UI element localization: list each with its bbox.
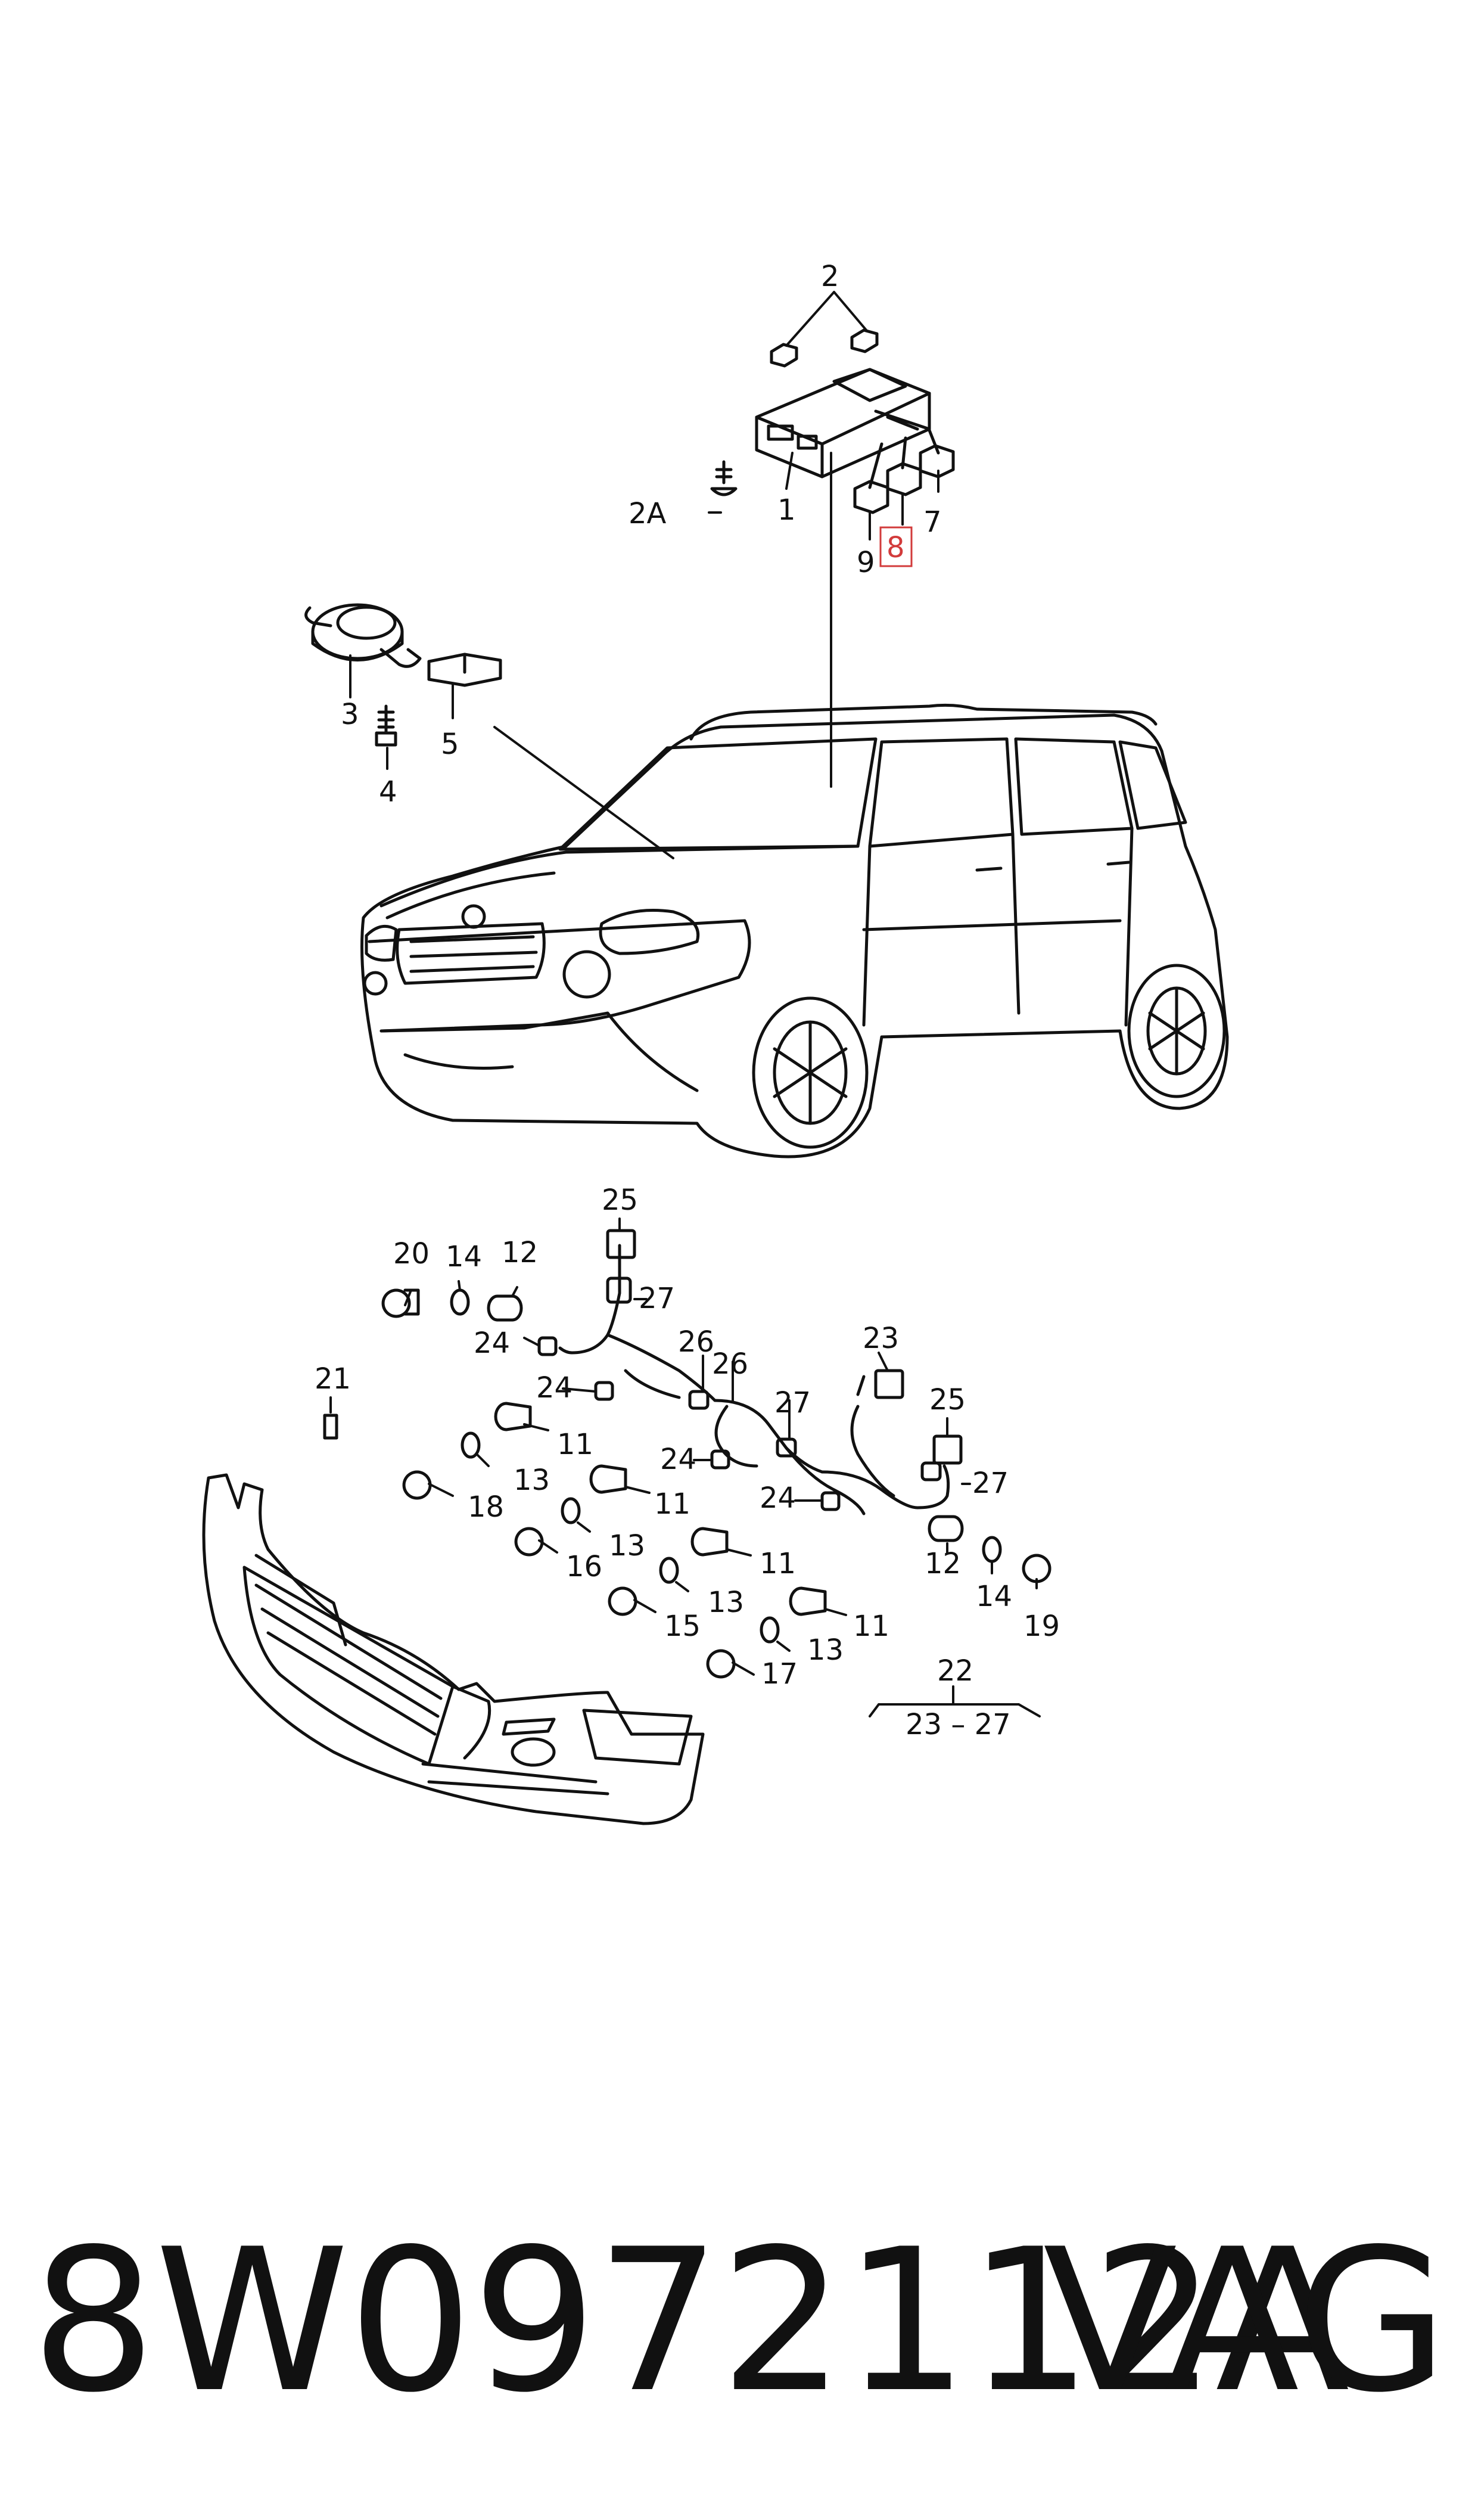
callout-2a: 2A bbox=[629, 497, 667, 530]
leader-lines bbox=[349, 291, 939, 859]
callout-25-right: 25 bbox=[929, 1383, 966, 1417]
callout-26-b: 26 bbox=[712, 1347, 748, 1381]
part-number-label: 8W0972112A bbox=[31, 2207, 1350, 2436]
callout-7: 7 bbox=[923, 505, 942, 539]
callout-24-d: 24 bbox=[760, 1481, 796, 1515]
callout-9: 9 bbox=[857, 546, 875, 579]
callout-14-left: 14 bbox=[446, 1240, 482, 1274]
callout-13-c: 13 bbox=[708, 1586, 744, 1619]
callout-2: 2 bbox=[821, 260, 839, 293]
callout-13-d: 13 bbox=[807, 1633, 844, 1667]
callout-16: 16 bbox=[566, 1550, 602, 1583]
callout-15: 15 bbox=[664, 1610, 701, 1643]
callout-23: 23 bbox=[863, 1322, 899, 1355]
vehicle-outline bbox=[360, 703, 1229, 1158]
callout-22: 22 bbox=[937, 1654, 973, 1688]
callout-17: 17 bbox=[761, 1657, 798, 1691]
nut-icon bbox=[770, 328, 879, 368]
callout-24-c: 24 bbox=[660, 1443, 696, 1476]
bumper-outline bbox=[202, 1473, 705, 1825]
callout-14-right: 14 bbox=[976, 1580, 1012, 1613]
callout-1: 1 bbox=[777, 493, 796, 527]
callout-25-top: 25 bbox=[602, 1184, 638, 1217]
screw-icon bbox=[375, 704, 397, 747]
callout-23-27-range: 23 – 27 bbox=[906, 1708, 1011, 1741]
callout-13-b: 13 bbox=[609, 1529, 645, 1563]
callout-27-mid: 27 bbox=[774, 1386, 811, 1420]
callout-27-top: 27 bbox=[639, 1282, 675, 1315]
callout-8: 8 bbox=[886, 531, 905, 564]
callout-21: 21 bbox=[315, 1362, 351, 1396]
callout-18: 18 bbox=[468, 1490, 504, 1524]
plug-connector-icon bbox=[427, 653, 502, 687]
callout-11-a: 11 bbox=[557, 1428, 593, 1461]
callout-5: 5 bbox=[441, 728, 459, 761]
bracket-icon bbox=[323, 1414, 338, 1440]
callout-27-right: 27 bbox=[972, 1467, 1009, 1500]
brand-label: VAG bbox=[1043, 2207, 1448, 2436]
callout-26-a: 26 bbox=[678, 1325, 714, 1359]
connector-icon bbox=[853, 428, 955, 514]
callout-labels: 2 1 2A 7 8 9 3 5 4 25 20 14 12 27 24 26 … bbox=[315, 260, 1060, 1741]
callout-11-d: 11 bbox=[853, 1610, 889, 1643]
sensor-icon bbox=[381, 1288, 1051, 1679]
callout-24-b: 24 bbox=[536, 1371, 573, 1405]
callout-12-left: 12 bbox=[502, 1236, 538, 1269]
callout-24-a: 24 bbox=[474, 1327, 510, 1360]
callout-4: 4 bbox=[379, 775, 397, 809]
callout-19: 19 bbox=[1023, 1610, 1060, 1643]
leader-lines-lower bbox=[329, 1217, 1041, 1717]
callout-20: 20 bbox=[393, 1237, 430, 1271]
callout-11-b: 11 bbox=[654, 1487, 690, 1521]
highlight-box bbox=[879, 526, 913, 567]
callout-13-a: 13 bbox=[514, 1464, 550, 1497]
callout-3: 3 bbox=[341, 698, 359, 731]
callout-12-right: 12 bbox=[925, 1547, 961, 1580]
bolt-icon bbox=[710, 460, 738, 496]
callout-11-c: 11 bbox=[760, 1547, 796, 1580]
buzzer-icon bbox=[304, 603, 422, 668]
wiring-harness bbox=[537, 1229, 963, 1515]
